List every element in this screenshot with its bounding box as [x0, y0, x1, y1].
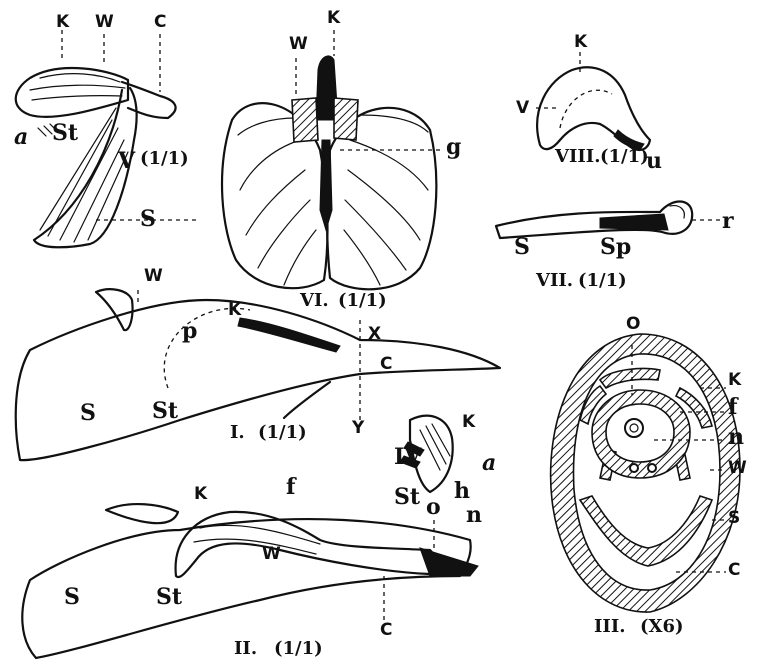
figure-5-drawing — [16, 30, 200, 247]
fig8-label-v: V — [516, 100, 529, 117]
fig7-scale: (1/1) — [578, 272, 627, 290]
figure-2-drawing — [22, 504, 478, 658]
fig3-label-f: f — [728, 396, 737, 418]
fig1-scale: (1/1) — [258, 424, 307, 442]
fig3-label-k: K — [728, 372, 741, 389]
fig4-label-k: K — [462, 414, 475, 431]
fig5-scale: (1/1) — [140, 150, 189, 168]
fig2-label-n: n — [466, 504, 482, 526]
fig4-label-a: a — [482, 452, 496, 474]
fig1-label-y: Y — [352, 420, 364, 437]
fig3-label-w: W — [728, 460, 747, 477]
fig2-label-s: S — [64, 586, 80, 608]
fig2-numeral: II. — [234, 640, 257, 658]
fig7-label-r: r — [722, 210, 734, 232]
fig4-label-h: h — [454, 480, 470, 502]
fig1-label-c: C — [380, 356, 392, 373]
fig8-scale: (1/1) — [600, 148, 649, 166]
fig1-label-s: S — [80, 402, 96, 424]
figure-3-drawing — [551, 334, 740, 612]
fig4-label-st: St — [394, 486, 420, 508]
fig3-label-n: n — [728, 426, 744, 448]
fig8-label-k: K — [574, 34, 587, 51]
fig6-label-w: W — [289, 36, 308, 53]
fig7-label-s: S — [514, 236, 530, 258]
figure-8-drawing — [534, 52, 650, 150]
fig2-label-k: K — [194, 486, 207, 503]
fig2-scale: (1/1) — [274, 640, 323, 658]
fig1-label-w: W — [144, 268, 163, 285]
fig5-label-a: a — [14, 126, 28, 148]
fig2-label-o: o — [426, 496, 441, 518]
fig2-label-c: C — [380, 622, 392, 639]
fig6-label-k: K — [327, 10, 340, 27]
fig2-label-w: W — [262, 546, 281, 563]
fig8-numeral: VIII. — [555, 148, 601, 166]
fig3-numeral: III. — [594, 618, 626, 636]
figure-7-drawing — [496, 202, 720, 239]
fig6-scale: (1/1) — [338, 292, 387, 310]
fig1-label-p: p — [182, 320, 197, 342]
fig1-label-x: X — [368, 326, 381, 343]
fig1-label-k: K — [228, 302, 241, 319]
fig1-numeral: I. — [230, 424, 245, 442]
fig5-numeral: V — [118, 150, 135, 172]
fig1-label-st: St — [152, 400, 178, 422]
fig6-numeral: VI. — [300, 292, 329, 310]
fig5-label-c: C — [154, 14, 166, 31]
fig8-label-u: u — [646, 150, 662, 172]
fig5-label-k: K — [56, 14, 69, 31]
fig5-label-st: St — [52, 122, 78, 144]
fig7-label-sp: Sp — [600, 236, 631, 258]
fig5-label-w: W — [95, 14, 114, 31]
fig4-numeral: IV — [394, 446, 421, 468]
fig3-scale: (X6) — [640, 618, 684, 636]
fig3-label-c: C — [728, 562, 740, 579]
fig2-label-st: St — [156, 586, 182, 608]
fig6-label-g: g — [446, 136, 461, 158]
figure-6-drawing — [222, 30, 442, 289]
fig3-label-o: O — [626, 316, 640, 333]
fig3-label-s: S — [728, 510, 740, 527]
fig7-numeral: VII. — [536, 272, 573, 290]
fig2-label-f: f — [286, 476, 295, 498]
fig5-label-s: S — [140, 208, 156, 230]
